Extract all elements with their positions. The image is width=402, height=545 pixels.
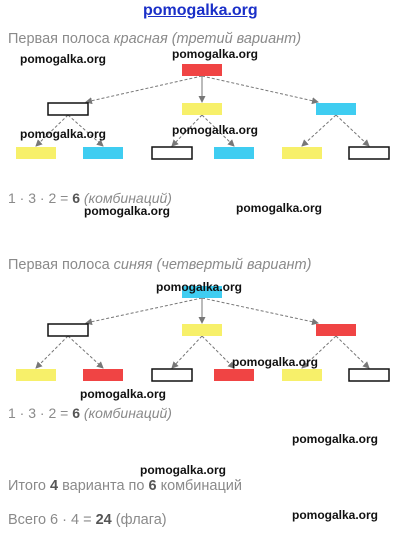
child-yellow-box <box>182 103 222 115</box>
child-white-box <box>47 323 89 337</box>
root-blue-box <box>182 286 222 298</box>
watermark: pomogalka.org <box>292 432 379 446</box>
edge-child-leaf <box>171 335 203 369</box>
edge-child-leaf <box>201 335 235 369</box>
section1-calc-suffix: (комбинаций) <box>80 190 172 206</box>
total2-suffix: (флага) <box>111 512 167 528</box>
section2-calc-prefix: 1 · 3 · 2 = <box>8 405 73 421</box>
edge-child-leaf <box>67 335 104 369</box>
edge-root-child <box>201 75 319 105</box>
leaf-yellow-box <box>16 369 56 381</box>
edge-root-child <box>85 297 203 326</box>
tree-section2 <box>16 286 390 382</box>
tree-section1 <box>16 64 390 160</box>
total1-middle: варианта по <box>58 478 149 494</box>
leaf-white-box <box>151 146 193 160</box>
section1-heading-italic: красная (третий вариант) <box>113 31 302 47</box>
watermark: pomogalka.org <box>236 201 323 215</box>
root-red-box <box>182 64 222 76</box>
watermark: pomogalka.org <box>20 52 107 66</box>
watermark: pomogalka.org <box>140 463 227 477</box>
section2-heading-prefix: Первая полоса <box>8 257 114 273</box>
child-yellow-box <box>182 324 222 336</box>
child-red-box <box>316 324 356 336</box>
total1-suffix: комбинаций <box>156 478 242 494</box>
edge-child-leaf <box>171 114 203 147</box>
child-blue-box <box>316 103 356 115</box>
section2-heading-italic: синяя (четвертый вариант) <box>113 257 312 273</box>
leaf-white-box <box>348 368 390 382</box>
edge-root-child <box>85 75 203 105</box>
leaf-white-box <box>348 146 390 160</box>
watermark: pomogalka.org <box>156 280 243 294</box>
edge-child-leaf <box>67 114 104 147</box>
section2-calc-result: 6 <box>72 405 80 421</box>
leaf-blue-box <box>214 147 254 159</box>
section1-calc-result: 6 <box>72 190 80 206</box>
total1-bold1: 4 <box>50 478 59 494</box>
leaf-yellow-box <box>16 147 56 159</box>
section1-heading-prefix: Первая полоса <box>8 31 114 47</box>
leaf-yellow-box <box>282 369 322 381</box>
section1-calc: 1 · 3 · 2 = 6 (комбинаций) <box>8 190 172 206</box>
total1-prefix: Итого <box>8 478 51 494</box>
watermark: pomogalka.org <box>292 508 379 522</box>
site-header[interactable]: pomogalka.org <box>143 2 258 19</box>
edge-child-leaf <box>335 335 370 369</box>
section2-calc: 1 · 3 · 2 = 6 (комбинаций) <box>8 405 172 421</box>
edge-child-leaf <box>201 114 235 147</box>
watermark: pomogalka.org <box>172 123 259 137</box>
section1-heading: Первая полоса красная (третий вариант) <box>8 31 301 47</box>
watermark: pomogalka.org <box>84 204 171 218</box>
edge-child-leaf <box>35 114 69 147</box>
child-white-box <box>47 102 89 116</box>
section1-calc-prefix: 1 · 3 · 2 = <box>8 190 73 206</box>
watermark: pomogalka.org <box>232 355 319 369</box>
total2-bold: 24 <box>95 512 112 528</box>
edge-child-leaf <box>335 114 370 147</box>
total-variants: Итого 4 варианта по 6 комбинаций <box>8 478 242 494</box>
edge-child-leaf <box>301 114 337 147</box>
edge-root-child <box>201 297 319 326</box>
leaf-red-box <box>214 369 254 381</box>
watermark: pomogalka.org <box>20 127 107 141</box>
total1-bold2: 6 <box>148 478 157 494</box>
watermark: pomogalka.org <box>172 47 259 61</box>
leaf-yellow-box <box>282 147 322 159</box>
total-flags: Всего 6 · 4 = 24 (флага) <box>8 512 167 528</box>
edge-child-leaf <box>301 335 337 369</box>
section2-heading: Первая полоса синяя (четвертый вариант) <box>8 257 311 273</box>
leaf-blue-box <box>83 147 123 159</box>
section2-calc-suffix: (комбинаций) <box>80 405 172 421</box>
leaf-red-box <box>83 369 123 381</box>
leaf-white-box <box>151 368 193 382</box>
edge-child-leaf <box>35 335 69 369</box>
watermark: pomogalka.org <box>80 387 167 401</box>
total2-prefix: Всего 6 · 4 = <box>8 512 96 528</box>
